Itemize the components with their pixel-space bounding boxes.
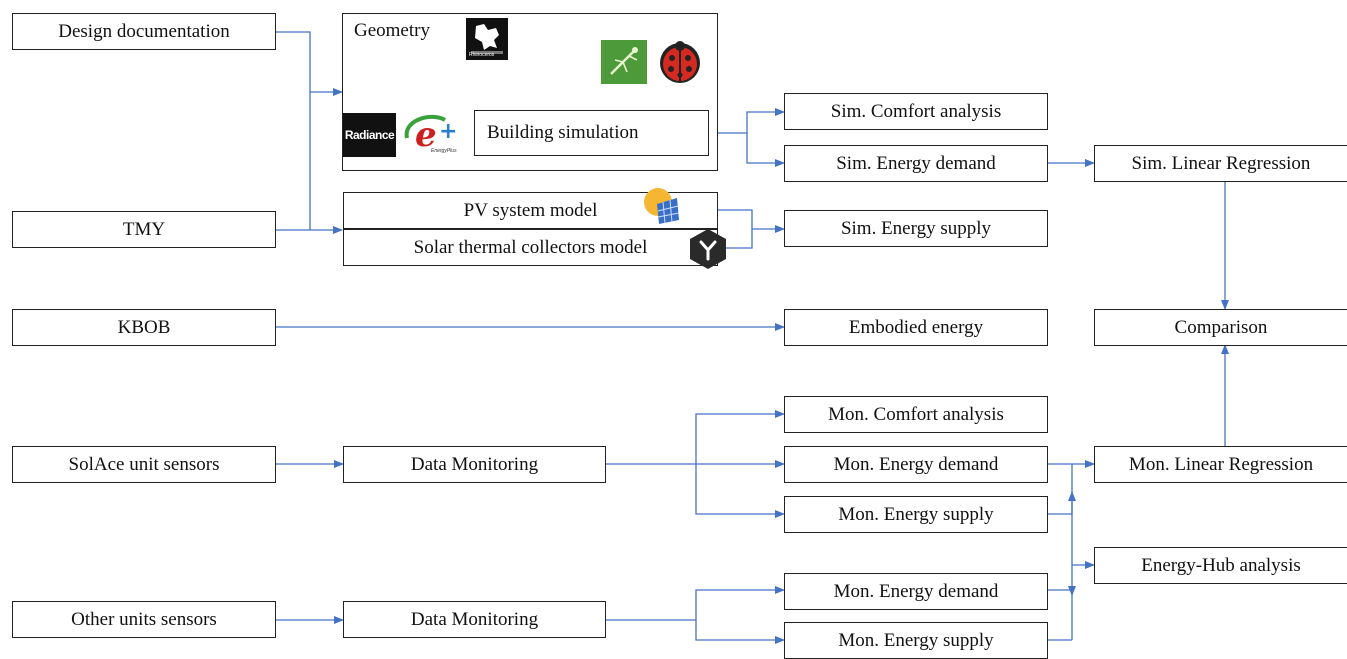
other-sensors-box: Other units sensors bbox=[12, 601, 276, 638]
energyplus-logo-text: EnergyPlus bbox=[431, 148, 457, 154]
mon-energy-demand-label-1: Mon. Energy demand bbox=[833, 453, 999, 475]
wire-stc-supply bbox=[726, 229, 753, 249]
energyplus-logo: e + EnergyPlus bbox=[401, 108, 463, 158]
svg-text:+: + bbox=[439, 119, 457, 144]
mon-energy-supply-label-2: Mon. Energy supply bbox=[838, 629, 994, 651]
mon-energy-supply-label-1: Mon. Energy supply bbox=[838, 503, 994, 525]
grasshopper-logo bbox=[601, 40, 647, 84]
radiance-logo-text: Radiance bbox=[344, 128, 395, 142]
comparison-label: Comparison bbox=[1174, 316, 1268, 338]
rhino-logo-text: Rhinoceros bbox=[469, 52, 495, 58]
solar-thermal-model-box: Solar thermal collectors model bbox=[343, 229, 718, 266]
data-monitoring-box-1: Data Monitoring bbox=[343, 446, 606, 483]
solace-sensors-box: SolAce unit sensors bbox=[12, 446, 276, 483]
data-monitoring-label-1: Data Monitoring bbox=[410, 453, 539, 475]
mon-energy-supply-box-2: Mon. Energy supply bbox=[784, 622, 1048, 659]
sim-energy-supply-box: Sim. Energy supply bbox=[784, 210, 1048, 247]
data-monitoring-box-2: Data Monitoring bbox=[343, 601, 606, 638]
tmy-label: TMY bbox=[122, 218, 166, 240]
design-documentation-box: Design documentation bbox=[12, 13, 276, 50]
mon-energy-demand-box-2: Mon. Energy demand bbox=[784, 573, 1048, 610]
wire-dm1-comfort bbox=[695, 410, 785, 464]
mon-energy-supply-box-1: Mon. Energy supply bbox=[784, 496, 1048, 533]
geometry-label: Geometry bbox=[354, 20, 430, 41]
pv-panel-logo bbox=[641, 186, 681, 226]
sim-comfort-analysis-box: Sim. Comfort analysis bbox=[784, 93, 1048, 130]
wire-design-doc bbox=[275, 31, 311, 92]
sim-linear-regression-label: Sim. Linear Regression bbox=[1131, 152, 1311, 174]
solar-thermal-model-label: Solar thermal collectors model bbox=[413, 236, 648, 258]
building-simulation-box: Building simulation bbox=[474, 110, 709, 156]
wire-dm2-supply bbox=[695, 620, 785, 644]
wire-bsim-split bbox=[709, 108, 785, 134]
other-sensors-label: Other units sensors bbox=[71, 608, 217, 630]
mon-comfort-analysis-label: Mon. Comfort analysis bbox=[828, 403, 1004, 425]
kbob-box: KBOB bbox=[12, 309, 276, 346]
pv-system-model-label: PV system model bbox=[463, 199, 598, 221]
sim-energy-demand-label: Sim. Energy demand bbox=[836, 152, 996, 174]
kbob-label: KBOB bbox=[117, 316, 171, 338]
solar-thermal-logo bbox=[688, 228, 728, 270]
data-monitoring-label-2: Data Monitoring bbox=[410, 608, 539, 630]
wire-mondemand2-to-bus bbox=[1047, 586, 1076, 596]
comparison-box: Comparison bbox=[1094, 309, 1347, 346]
wire-tmy bbox=[275, 92, 311, 231]
mon-linear-regression-box: Mon. Linear Regression bbox=[1094, 446, 1347, 483]
embodied-energy-box: Embodied energy bbox=[784, 309, 1048, 346]
mon-energy-demand-label-2: Mon. Energy demand bbox=[833, 580, 999, 602]
wire-pv-supply bbox=[717, 209, 785, 233]
sim-comfort-analysis-label: Sim. Comfort analysis bbox=[830, 100, 1002, 122]
ladybug-logo bbox=[656, 38, 704, 86]
mon-comfort-analysis-box: Mon. Comfort analysis bbox=[784, 396, 1048, 433]
energy-hub-analysis-label: Energy-Hub analysis bbox=[1141, 554, 1301, 576]
mon-linear-regression-label: Mon. Linear Regression bbox=[1128, 453, 1314, 475]
sim-linear-regression-box: Sim. Linear Regression bbox=[1094, 145, 1347, 182]
wire-dm1-supply bbox=[695, 464, 785, 518]
sim-energy-demand-box: Sim. Energy demand bbox=[784, 145, 1048, 182]
svg-text:e: e bbox=[415, 115, 437, 155]
rhino-logo: Rhinoceros bbox=[466, 18, 508, 60]
energy-hub-analysis-box: Energy-Hub analysis bbox=[1094, 547, 1347, 584]
building-simulation-label: Building simulation bbox=[487, 122, 639, 143]
mon-energy-demand-box-1: Mon. Energy demand bbox=[784, 446, 1048, 483]
embodied-energy-label: Embodied energy bbox=[848, 316, 984, 338]
tmy-box: TMY bbox=[12, 211, 276, 248]
radiance-logo: Radiance bbox=[343, 113, 396, 157]
wire-monsupply-to-bus bbox=[1047, 491, 1076, 515]
design-documentation-label: Design documentation bbox=[58, 20, 230, 42]
sim-energy-supply-label: Sim. Energy supply bbox=[840, 217, 992, 239]
solace-sensors-label: SolAce unit sensors bbox=[68, 453, 220, 475]
wire-bsim-demand bbox=[746, 133, 785, 167]
wire-dm2-demand bbox=[605, 586, 785, 621]
